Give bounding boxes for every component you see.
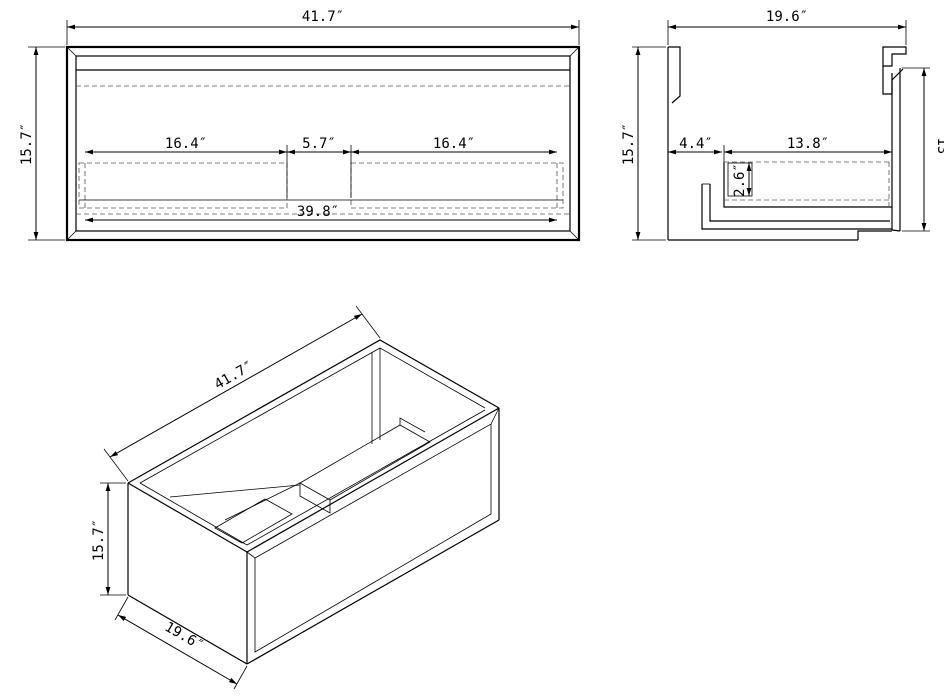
front-height-label: 15.7″	[19, 123, 35, 165]
iso-width-label: 41.7″	[212, 358, 257, 393]
front-right-drawer	[350, 162, 564, 209]
side-depth-label: 19.6″	[766, 9, 808, 25]
side-front-offset-label: 4.4″	[679, 136, 713, 152]
isometric-view: 41.7″ 15.7″ 19.6″	[91, 305, 500, 690]
side-inner-height-label: 13″	[934, 137, 944, 162]
side-drawer-depth-label: 13.8″	[787, 136, 829, 152]
iso-top-outline	[127, 339, 500, 484]
front-inner-frame	[75, 55, 571, 232]
iso-height-label: 15.7″	[91, 519, 107, 561]
side-height-label: 15.7″	[621, 123, 637, 165]
iso-depth-label: 19.6″	[162, 619, 207, 654]
front-width-label: 41.7″	[302, 9, 344, 25]
front-middle-segment-label: 5.7″	[302, 136, 336, 152]
front-right-segment-label: 16.4″	[433, 136, 475, 152]
front-left-segment-label: 16.4″	[165, 136, 207, 152]
front-view: 16.4″ 5.7″ 16.4″ 39.8″ 41.7″ 15.7″	[19, 9, 581, 242]
side-drawer-height-label: 2.6″	[732, 163, 748, 197]
side-view: 2.6″ 4.4″ 13.8″ 19.6″ 15.7″ 13″	[621, 9, 944, 241]
front-inner-width-label: 39.8″	[297, 204, 339, 220]
front-outer-frame	[65, 45, 581, 242]
front-left-drawer	[78, 162, 288, 209]
